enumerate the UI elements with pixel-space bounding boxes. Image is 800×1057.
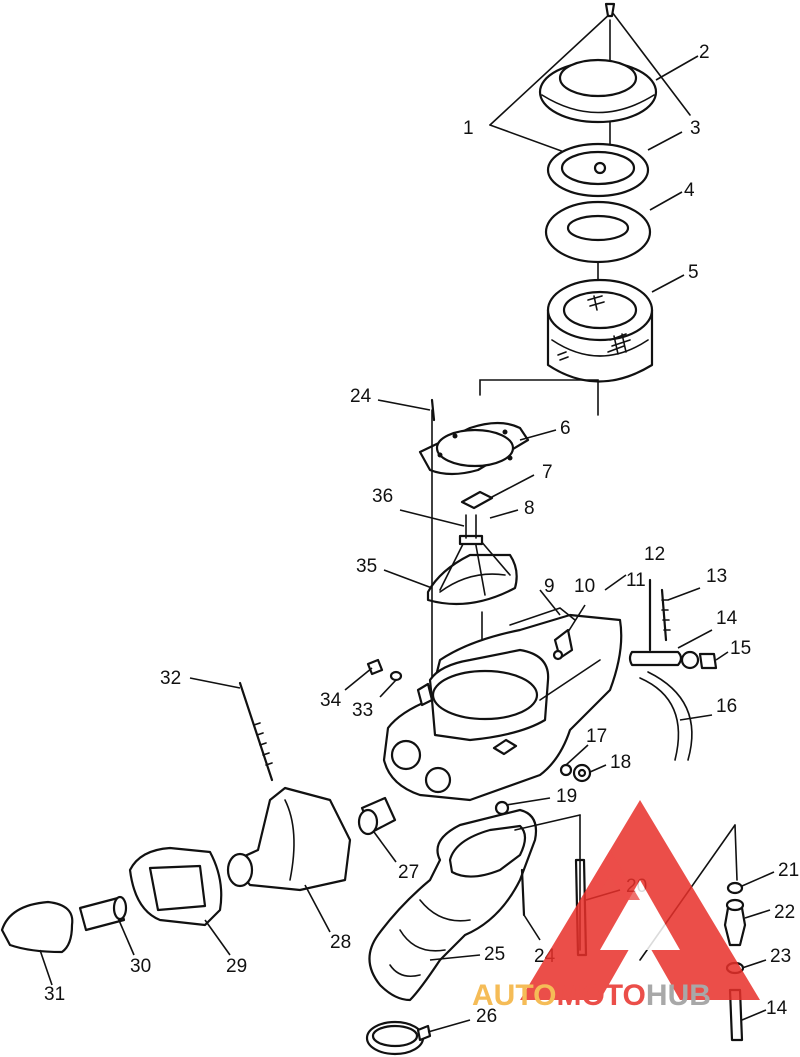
callout-31: 31 xyxy=(44,984,65,1005)
callout-3: 3 xyxy=(690,118,701,139)
callout-24: 24 xyxy=(350,386,372,407)
callout-13: 13 xyxy=(706,566,727,587)
callout-23: 23 xyxy=(770,946,791,967)
callout-leaders xyxy=(39,55,775,1033)
airbox-body xyxy=(382,607,623,802)
callout-33: 33 xyxy=(352,700,373,721)
callout-2: 2 xyxy=(699,42,710,63)
callout-6: 6 xyxy=(560,418,571,439)
callout-29: 29 xyxy=(226,956,247,977)
callout-14-lower: 14 xyxy=(766,998,788,1019)
air-filter-element xyxy=(546,278,654,383)
inline-filter-22 xyxy=(723,898,747,947)
gasket-ring xyxy=(546,142,650,198)
callout-35: 35 xyxy=(356,556,377,577)
intake-boot-28 xyxy=(226,786,352,892)
callout-11: 11 xyxy=(626,570,646,591)
watermark-logo: AUTOMOTOHUB xyxy=(472,800,760,1012)
adapter-29 xyxy=(128,846,223,927)
small-plate xyxy=(460,490,494,510)
callout-14: 14 xyxy=(716,608,738,629)
watermark-triangle-icon xyxy=(520,800,760,1000)
washer-33 xyxy=(389,670,403,682)
bolt-24-lower xyxy=(520,868,526,917)
watermark-text-auto: AUTO xyxy=(472,979,556,1012)
watermark-text-moto: MOTO xyxy=(556,979,645,1012)
cap-31 xyxy=(0,900,74,954)
callout-27: 27 xyxy=(398,862,419,883)
intake-duct xyxy=(368,808,538,1002)
watermark-text-hub: HUB xyxy=(646,979,711,1012)
screw-13 xyxy=(660,588,671,642)
boot-27 xyxy=(357,796,397,836)
callout-4: 4 xyxy=(684,180,695,201)
callout-28: 28 xyxy=(330,932,351,953)
callout-21: 21 xyxy=(778,860,799,881)
callout-7: 7 xyxy=(542,462,553,483)
filter-group-bracket xyxy=(479,379,599,416)
filter-bracket xyxy=(426,514,518,606)
callout-5: 5 xyxy=(688,262,699,283)
callout-26: 26 xyxy=(476,1006,497,1027)
callout-19: 19 xyxy=(556,786,577,807)
fitting-21 xyxy=(726,881,744,895)
filter-cover xyxy=(538,58,658,124)
drain-hose xyxy=(639,671,693,761)
callout-1: 1 xyxy=(463,118,474,139)
pre-filter xyxy=(544,200,652,264)
callout-17: 17 xyxy=(586,726,607,747)
breather-hose xyxy=(628,650,718,670)
washer-nut xyxy=(559,763,592,783)
callout-9: 9 xyxy=(544,576,555,597)
callout-16: 16 xyxy=(716,696,737,717)
callout-8: 8 xyxy=(524,498,535,519)
breather-nipple xyxy=(552,628,574,661)
callout-25: 25 xyxy=(484,944,505,965)
callout-34: 34 xyxy=(320,690,342,711)
callout-10: 10 xyxy=(574,576,595,597)
svg-text:AUTOMOTOHUB: AUTOMOTOHUB xyxy=(472,979,711,1012)
wing-bolt xyxy=(604,2,616,18)
callout-12: 12 xyxy=(644,544,665,565)
callout-32: 32 xyxy=(160,668,181,689)
callout-36: 36 xyxy=(372,486,393,507)
callout-22: 22 xyxy=(774,902,795,923)
sleeve-30 xyxy=(78,895,128,932)
callout-labels: 1 2 3 4 5 6 7 8 9 10 11 12 13 14 15 16 1… xyxy=(44,42,799,1027)
callout-15: 15 xyxy=(730,638,751,659)
bolt-24-upper xyxy=(430,398,436,422)
callout-18: 18 xyxy=(610,752,631,773)
long-bolt-32 xyxy=(238,681,274,782)
mount-gasket xyxy=(418,421,530,476)
callout-30: 30 xyxy=(130,956,151,977)
clamp-19 xyxy=(494,800,510,816)
bolt-34 xyxy=(366,658,384,676)
hose-clamp-26 xyxy=(365,1020,432,1056)
